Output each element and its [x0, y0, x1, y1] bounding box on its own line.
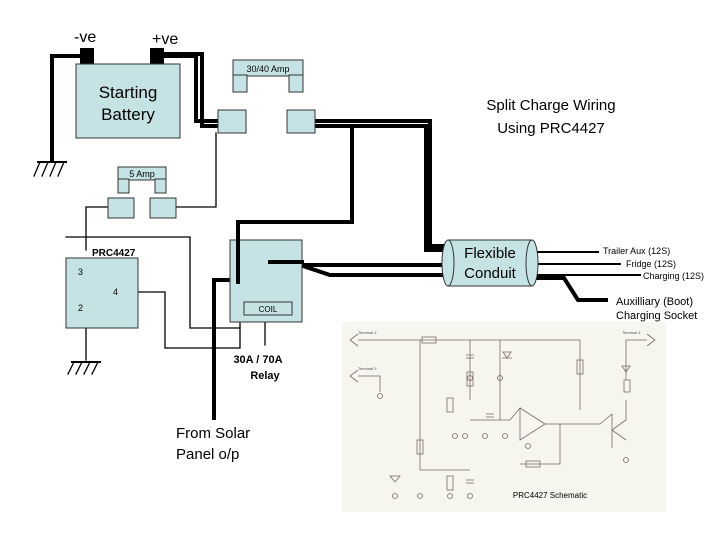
output-aux-label-line1: Auxilliary (Boot) [616, 296, 693, 308]
main-fuse-leg-right [288, 74, 304, 93]
conduit-end-right [525, 239, 539, 287]
main-fuse-leg-left [232, 74, 248, 93]
main-fuse-label: 30/40 Amp [246, 64, 289, 74]
title-line2: Using PRC4427 [497, 120, 605, 137]
fuse-to-relay-wire [236, 124, 354, 242]
relay-coil [243, 301, 293, 316]
fuse-to-small-fuse-wire [174, 132, 217, 208]
output-charging-label: Charging (12S) [643, 271, 704, 281]
battery-negative-wire [50, 54, 82, 162]
prc4427-label: PRC4427 [92, 248, 136, 259]
main-fuse-body [232, 59, 304, 77]
small-fuse-to-prc-wire [85, 206, 109, 251]
battery-positive-wire-2 [162, 52, 220, 128]
solar-label-line1: From Solar [176, 425, 250, 442]
relay-fan-wire [297, 262, 450, 277]
schematic-terminal3: Terminal 3 [358, 330, 377, 335]
solar-label-line2: Panel o/p [176, 446, 239, 463]
title-line1: Split Charge Wiring [486, 97, 615, 114]
small-fuse-terminal-right [149, 197, 177, 219]
schematic-terminal2: Terminal 2 [358, 366, 377, 371]
conduit-end-left [441, 239, 455, 287]
prc4427-body [65, 257, 139, 329]
small-fuse-leg-right [154, 178, 167, 194]
battery-label-line2: Battery [101, 105, 155, 124]
battery-body [75, 63, 181, 139]
main-fuse: 30/40 Amp [217, 59, 316, 134]
relay-coil-label: COIL [259, 305, 278, 314]
prc4427-pin2: 2 [78, 303, 83, 313]
prc-ground-symbol [67, 361, 101, 375]
small-fuse-label: 5 Amp [129, 169, 155, 179]
relay-label-line1: 30A / 70A [233, 354, 282, 366]
battery-ground-symbol [33, 161, 67, 177]
output-aux-wire [530, 276, 608, 302]
output-trailer-label: Trailer Aux (12S) [603, 246, 670, 256]
schematic-background [342, 322, 666, 512]
schematic-terminal4: Terminal 4 [622, 330, 641, 335]
relay: COIL 30A / 70A Relay [229, 238, 304, 382]
output-fridge-label: Fridge (12S) [626, 259, 676, 269]
output-aux-label-line2: Charging Socket [616, 310, 697, 322]
flexible-conduit: Flexible Conduit [441, 239, 539, 287]
fuse-to-conduit-wire-2 [313, 124, 450, 252]
prc-pin4-wire [119, 291, 241, 349]
small-fuse-terminal-left [107, 197, 135, 219]
starting-battery: -ve +ve Starting Battery [74, 29, 181, 139]
battery-positive-terminal [150, 48, 164, 66]
relay-label-line2: Relay [250, 370, 280, 382]
battery-negative-terminal [80, 48, 94, 66]
small-fuse-leg-left [117, 178, 130, 194]
fuse-to-conduit-wire [313, 119, 450, 248]
small-fuse: 5 Amp [107, 166, 177, 219]
schematic-caption: PRC4427 Schematic [513, 491, 587, 500]
battery-label-line1: Starting [99, 83, 158, 102]
prc4427-pin4: 4 [113, 287, 118, 297]
prc4427-pin3: 3 [78, 267, 83, 277]
battery-negative-label: -ve [74, 29, 96, 46]
conduit-label-line1: Flexible [464, 245, 516, 262]
battery-positive-label: +ve [152, 31, 178, 48]
prc4427-schematic: Terminal 3 Terminal 2 Terminal 4 [342, 322, 666, 512]
main-fuse-terminal-left [217, 109, 247, 134]
prc4427-module: PRC4427 3 4 2 [65, 248, 139, 329]
conduit-label-line2: Conduit [464, 265, 517, 282]
small-fuse-body [117, 166, 167, 181]
main-fuse-terminal-right [286, 109, 316, 134]
